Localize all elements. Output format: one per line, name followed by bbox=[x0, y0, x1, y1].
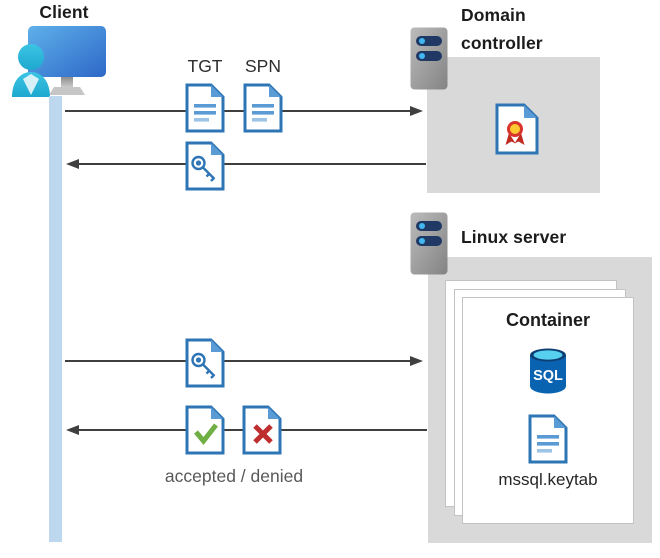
tgt-document-icon bbox=[185, 83, 225, 133]
service-key-document-icon bbox=[185, 338, 225, 388]
check-icon bbox=[194, 423, 218, 445]
denied-document-icon bbox=[242, 405, 282, 455]
container-label: Container bbox=[505, 310, 590, 330]
arrow-head-right-icon bbox=[410, 106, 423, 116]
arrow-line bbox=[79, 163, 426, 165]
certificate-icon bbox=[495, 103, 539, 155]
client-label: Client bbox=[39, 2, 89, 22]
keytab-label: mssql.keytab bbox=[498, 470, 598, 489]
service-ticket-arrow bbox=[65, 355, 423, 367]
arrow-head-left-icon bbox=[66, 425, 79, 435]
spn-label: SPN bbox=[245, 56, 281, 76]
client-workstation-icon bbox=[12, 26, 106, 97]
sql-database-icon: SQL bbox=[530, 348, 566, 394]
monitor-icon bbox=[28, 26, 106, 95]
keytab-document-icon bbox=[528, 414, 568, 464]
sql-database-label: SQL bbox=[533, 368, 563, 384]
tgt-label: TGT bbox=[187, 56, 223, 76]
ribbon-icon bbox=[505, 121, 525, 145]
linux-server-label: Linux server bbox=[461, 227, 567, 247]
arrow-line bbox=[65, 360, 410, 362]
result-label: accepted / denied bbox=[164, 466, 304, 486]
ticket-key-document-icon bbox=[185, 141, 225, 191]
linux-server-icon bbox=[410, 212, 448, 275]
domain-controller-server-icon bbox=[410, 27, 448, 90]
arrow-head-left-icon bbox=[66, 159, 79, 169]
accepted-document-icon bbox=[185, 405, 225, 455]
arrow-line bbox=[65, 110, 410, 112]
domain-controller-label: Domain controller bbox=[461, 5, 543, 53]
user-icon bbox=[12, 44, 50, 97]
ticket-response-arrow bbox=[66, 158, 426, 170]
tgt-spn-request-arrow bbox=[65, 105, 423, 117]
key-icon bbox=[191, 155, 216, 182]
x-icon bbox=[253, 424, 273, 444]
arrow-head-right-icon bbox=[410, 356, 423, 366]
spn-document-icon bbox=[243, 83, 283, 133]
key-icon bbox=[191, 352, 216, 379]
client-lifeline bbox=[49, 96, 62, 542]
container-card: Container SQL mssql.keytab bbox=[462, 297, 634, 524]
